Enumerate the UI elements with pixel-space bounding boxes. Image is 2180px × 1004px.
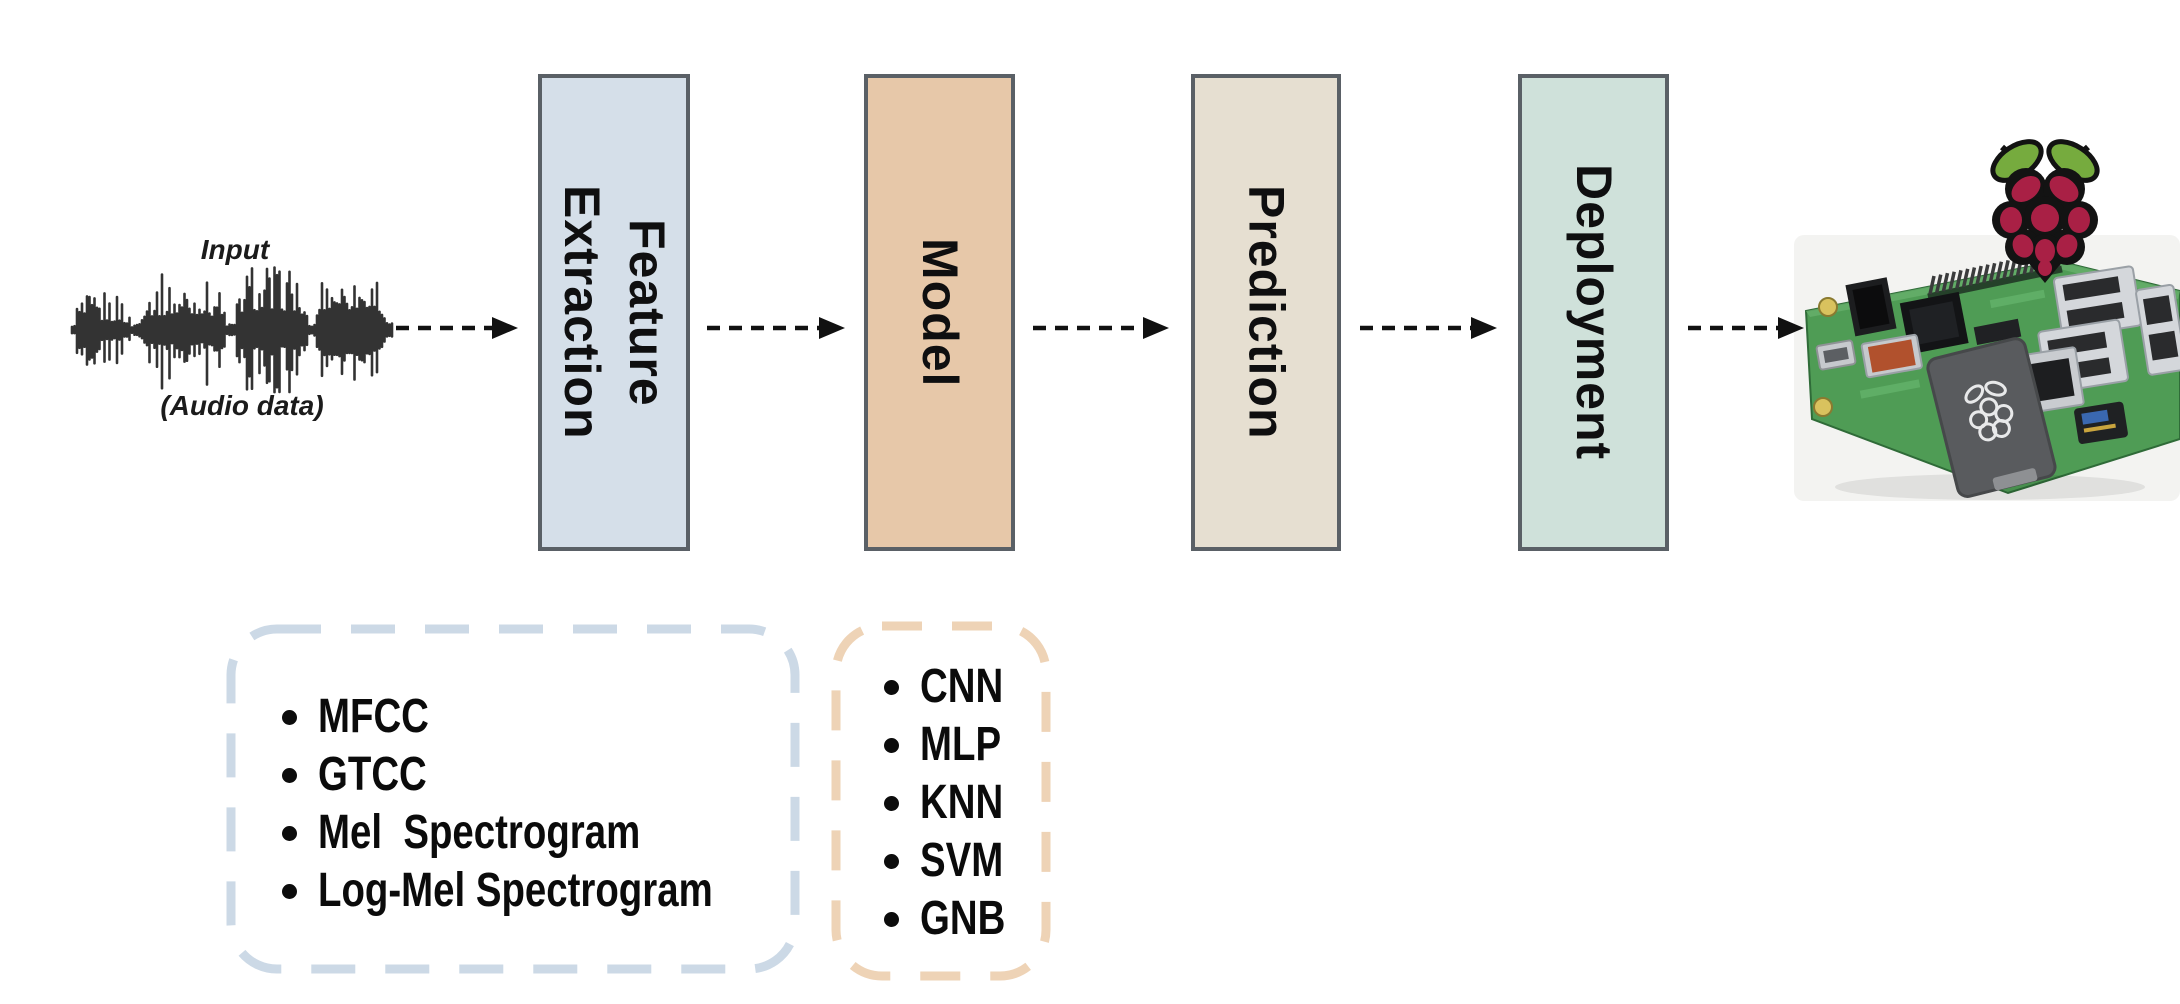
feature-list-item: MFCC [282,688,811,746]
model-list: CNN MLP KNN SVM GNB [884,658,1027,948]
sd-card-adapter [1926,337,2057,498]
model-list-item: MLP [884,716,1027,774]
dsi-connector [1845,277,1897,337]
waveform-path [70,266,394,394]
bullet-icon [884,795,899,811]
model-list-box [831,621,1051,981]
arrow-input-to-feature [396,317,518,339]
input-title: Input [200,234,270,265]
feature-list-item: GTCC [282,746,811,804]
model-list-item: CNN [884,658,1027,716]
stage-prediction: Prediction [1191,74,1341,551]
arrow-prediction-to-deployment [1360,317,1497,339]
input-caption: (Audio data) [160,390,324,421]
feature-list-item: Mel Spectrogram [282,804,811,862]
bullet-icon [884,737,899,753]
feature-list-item: Log-Mel Spectrogram [282,862,811,920]
mount-hole [1813,397,1833,417]
stage-feature-extraction: Feature Extraction [538,74,690,551]
hdmi-port [1860,333,1923,379]
usb-edge [2135,283,2180,376]
bullet-icon [884,679,899,695]
bullet-icon [884,853,899,869]
micro-sd-card [2074,401,2128,444]
bullet-icon [282,767,297,783]
arrow-deployment-to-pi [1688,317,1804,339]
stage-deployment-label: Deployment [1566,164,1622,461]
stage-feature-extraction-label: Feature Extraction [554,185,675,440]
stage-model-label: Model [912,237,968,388]
model-list-item: KNN [884,774,1027,832]
raspberry-pi-image [1794,139,2180,501]
bullet-icon [282,883,297,899]
stage-model: Model [864,74,1015,551]
model-list-item: GNB [884,890,1027,948]
raspberry-pi-logo [1990,139,2100,283]
model-list-item: SVM [884,832,1027,890]
stage-deployment: Deployment [1518,74,1669,551]
stage-prediction-label: Prediction [1238,185,1295,440]
feature-list-box [226,624,800,974]
white-raspberry-glyph [1964,380,2014,442]
bullet-icon [282,825,297,841]
arrow-feature-to-model [707,317,845,339]
audio-waveform [70,266,394,394]
micro-usb-port [1815,339,1857,371]
mount-hole [1818,297,1838,317]
berry-lobes [2000,176,2090,276]
feature-list: MFCC GTCC Mel Spectrogram Log-Mel Spectr… [282,688,811,920]
bullet-icon [884,911,899,927]
usb-stack-1 [2052,265,2143,339]
arrow-model-to-prediction [1033,317,1169,339]
bullet-icon [282,709,297,725]
